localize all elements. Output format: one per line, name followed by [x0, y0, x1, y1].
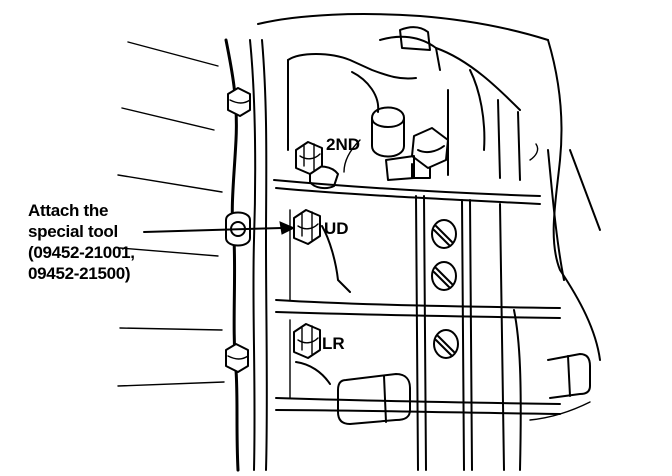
slotted-screws — [431, 219, 459, 359]
flange-bolts — [225, 87, 251, 373]
bolt-lr — [293, 323, 331, 385]
label-2nd: 2ND — [326, 135, 361, 154]
label-ud: UD — [324, 219, 349, 238]
callout-line: Attach the — [28, 201, 109, 220]
callout-line: (09452-21001, — [28, 243, 135, 262]
label-lr: LR — [322, 334, 345, 353]
callout-line: 09452-21500) — [28, 264, 131, 283]
background-lines — [117, 41, 225, 387]
bolt-ud — [293, 209, 351, 293]
upper-casting — [287, 26, 539, 190]
plate-grid — [273, 179, 561, 471]
callout-text: Attach the special tool (09452-21001, 09… — [28, 200, 135, 284]
callout-line: special tool — [28, 222, 118, 241]
bolt-2nd — [295, 141, 323, 175]
lower-blocks — [337, 353, 591, 425]
callout-leader — [143, 221, 296, 235]
